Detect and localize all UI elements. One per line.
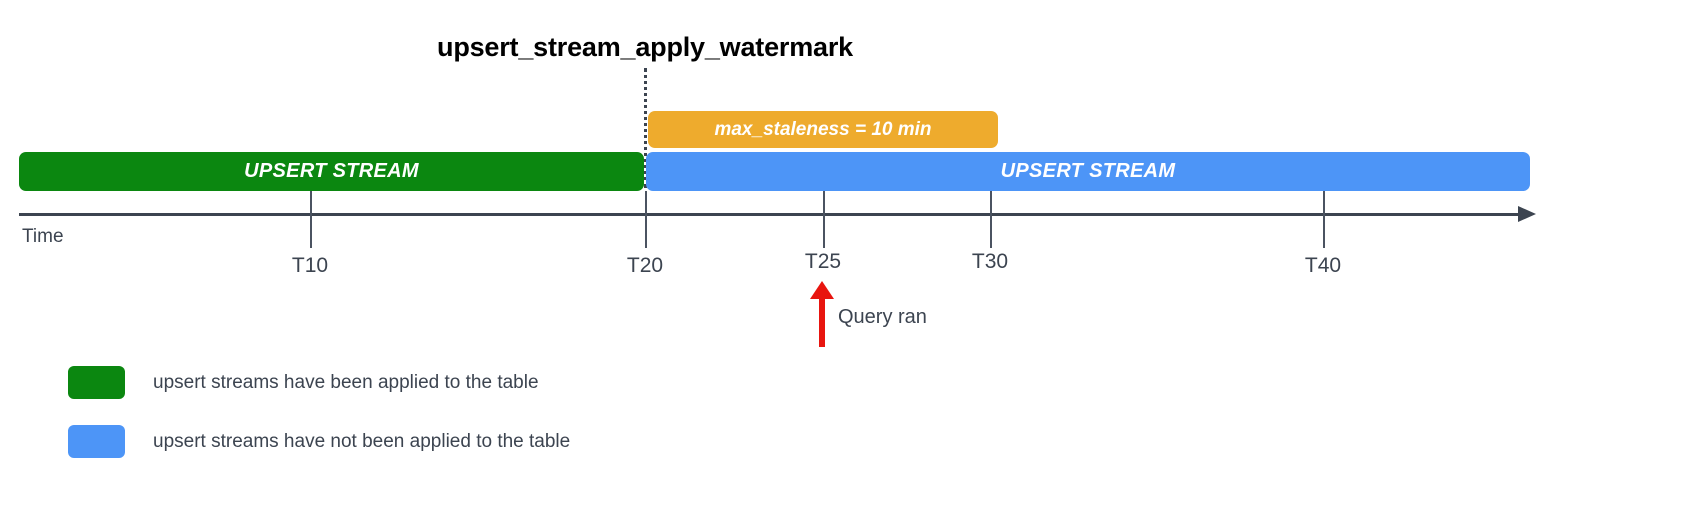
query-arrow-shaft: [819, 297, 825, 347]
upsert-stream-bar-not-applied: UPSERT STREAM: [646, 152, 1530, 191]
time-axis-line: [19, 213, 1524, 216]
watermark-dotted-line: [644, 68, 650, 188]
upsert-stream-bar-applied: UPSERT STREAM: [19, 152, 644, 191]
tick-mark-t30: [990, 191, 992, 248]
legend-item-not-applied: upsert streams have not been applied to …: [68, 412, 570, 471]
legend: upsert streams have been applied to the …: [68, 353, 570, 471]
time-axis-arrow-icon: [1518, 206, 1536, 222]
tick-label-t40: T40: [1304, 254, 1342, 277]
query-arrow-up-icon: [810, 281, 834, 299]
upsert-stream-label-applied: UPSERT STREAM: [244, 160, 419, 182]
legend-item-applied: upsert streams have been applied to the …: [68, 353, 570, 412]
time-axis-caption: Time: [22, 226, 64, 247]
tick-mark-t40: [1323, 191, 1325, 248]
legend-label-not-applied: upsert streams have not been applied to …: [153, 430, 571, 452]
legend-swatch-green: [68, 366, 125, 399]
tick-mark-t10: [310, 191, 312, 248]
tick-mark-t20: [645, 191, 647, 248]
tick-label-t25: T25: [804, 250, 842, 273]
diagram-title: upsert_stream_apply_watermark: [437, 32, 853, 62]
max-staleness-bar: max_staleness = 10 min: [648, 111, 998, 148]
query-ran-label: Query ran: [838, 306, 927, 328]
tick-label-t20: T20: [626, 254, 664, 277]
max-staleness-label: max_staleness = 10 min: [714, 118, 932, 140]
upsert-stream-label-not-applied: UPSERT STREAM: [1000, 160, 1176, 182]
tick-mark-t25: [823, 191, 825, 248]
tick-label-t10: T10: [291, 254, 329, 277]
legend-swatch-blue: [68, 425, 125, 458]
tick-label-t30: T30: [971, 250, 1009, 273]
legend-label-applied: upsert streams have been applied to the …: [153, 371, 539, 393]
